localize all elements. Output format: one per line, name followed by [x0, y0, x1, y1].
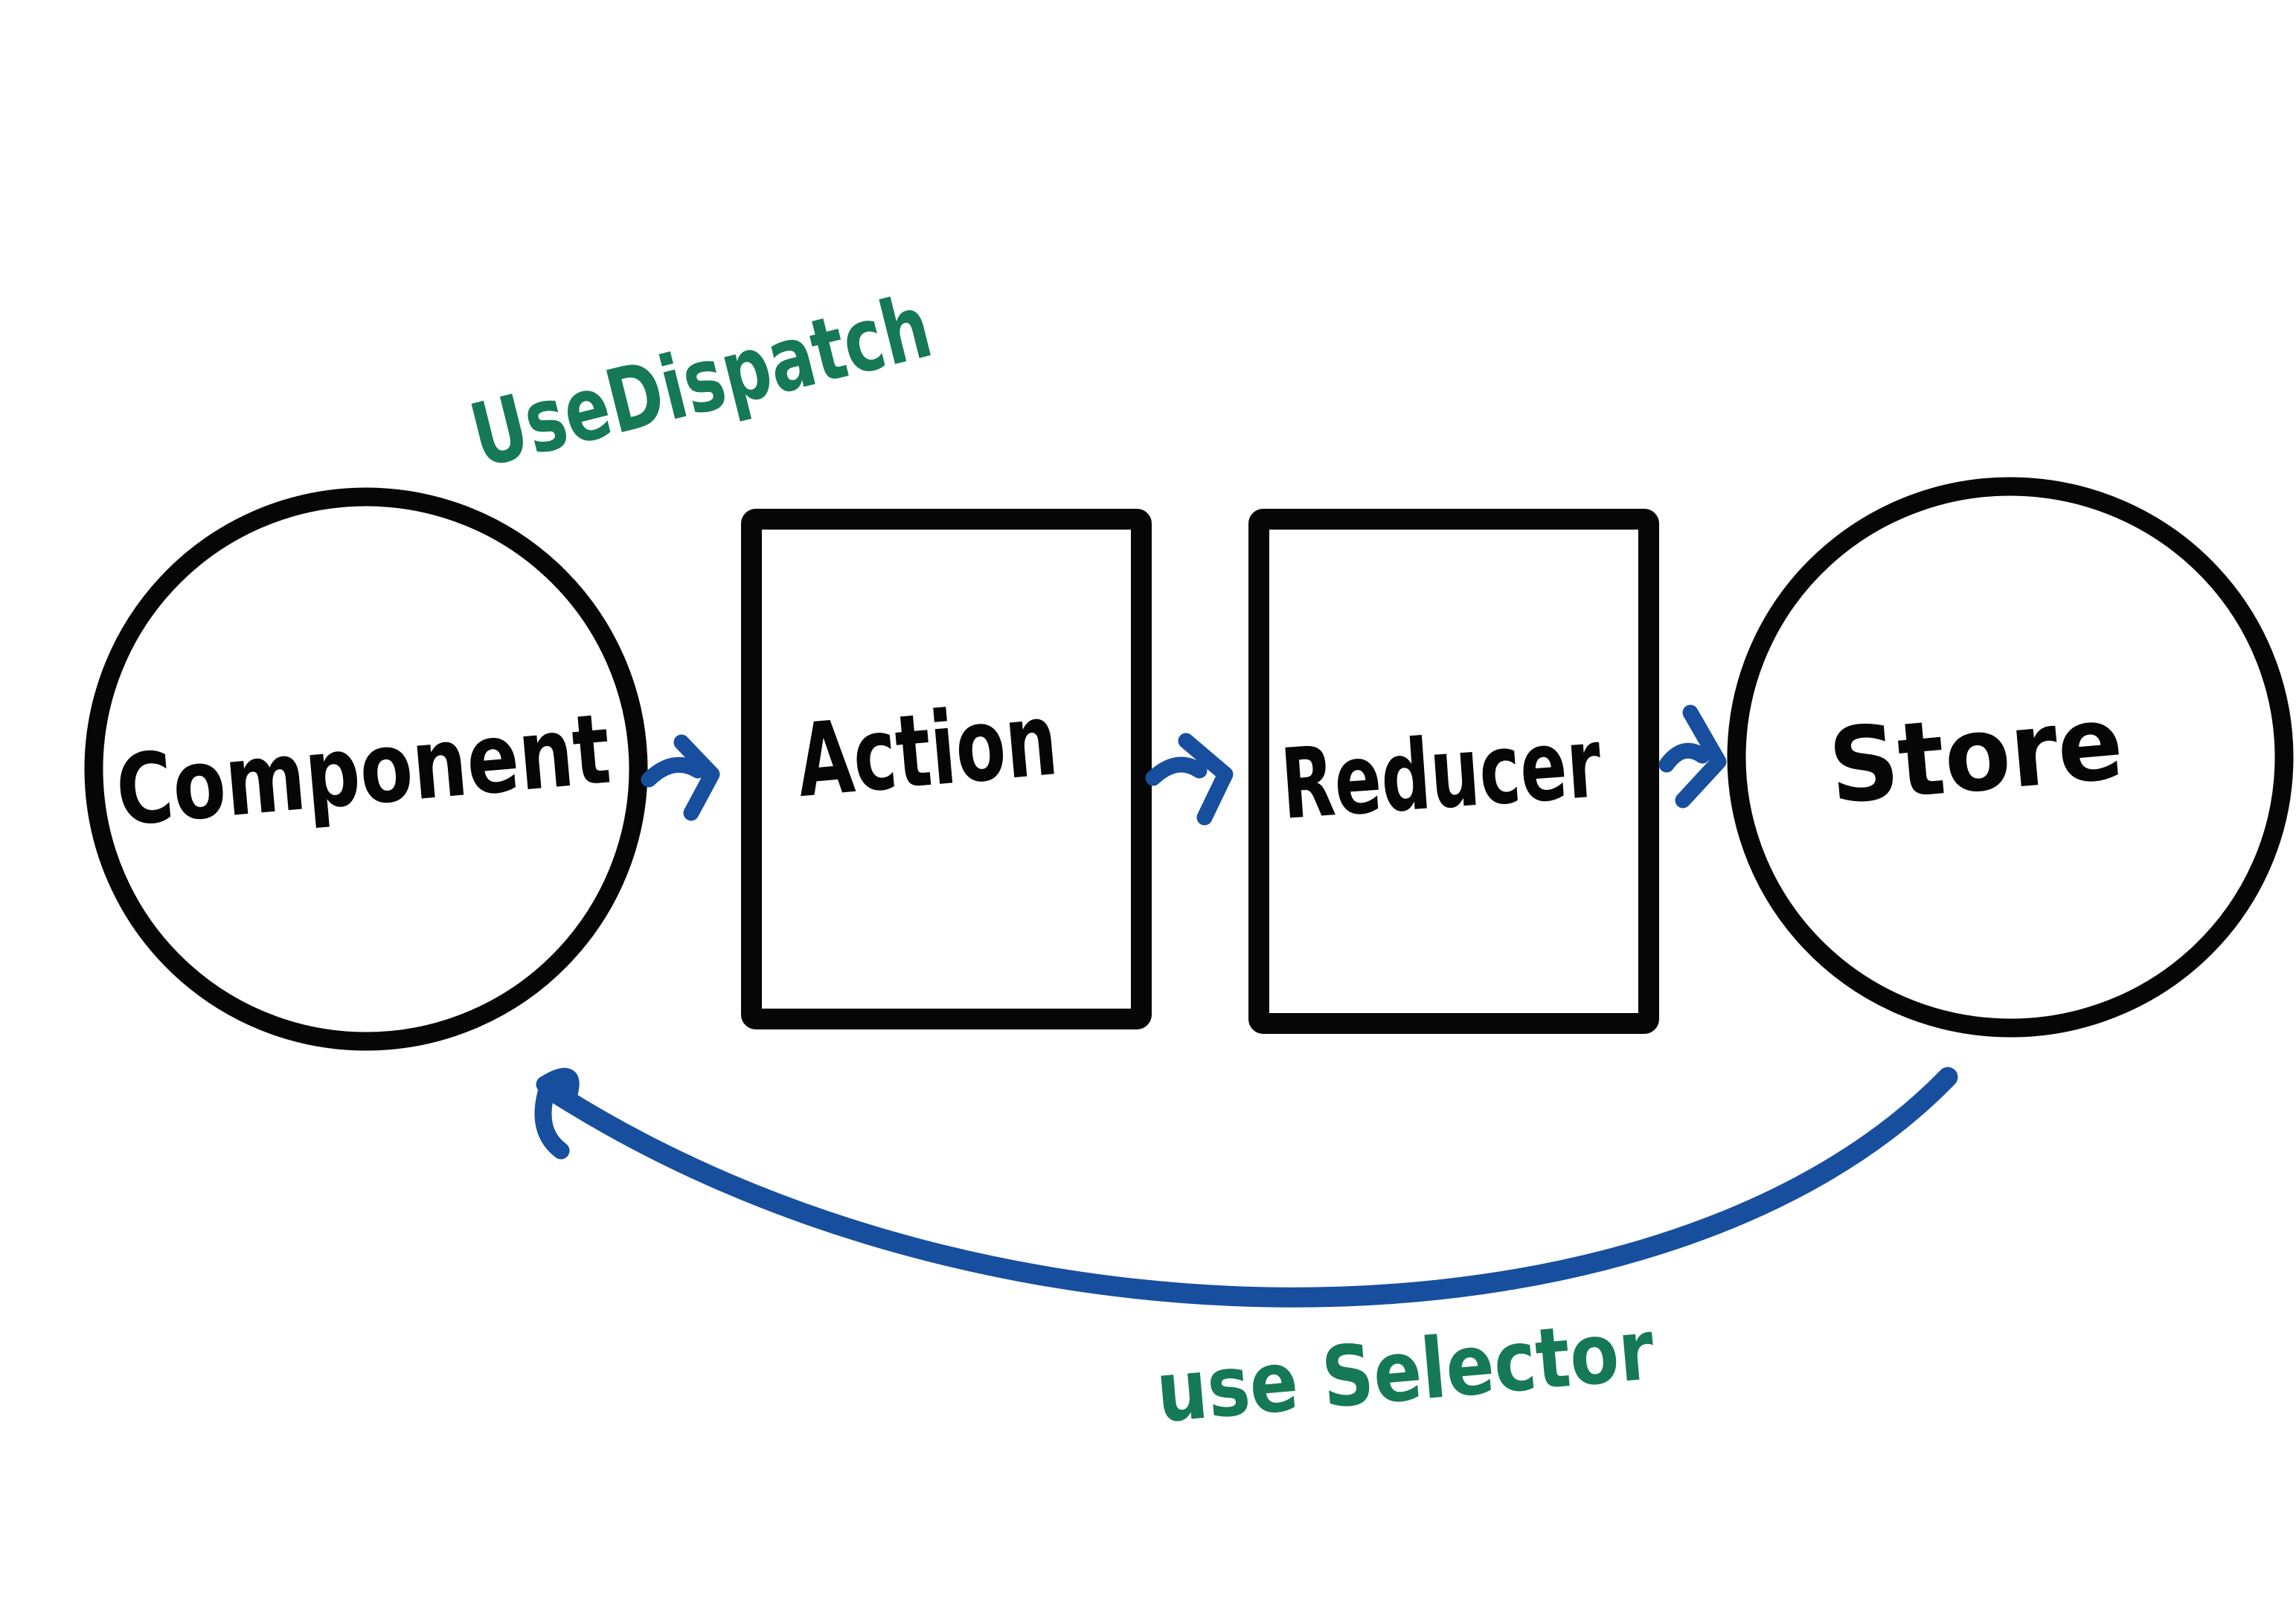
node-shapes [84, 477, 2294, 1051]
flow-arrows [534, 704, 1958, 1308]
component-circle [84, 487, 648, 1051]
action-label: Action [792, 681, 1062, 820]
reducer-box [1248, 509, 1659, 1034]
store-circle [1727, 477, 2294, 1038]
action-box [741, 509, 1152, 1029]
arrow-component-to-action-icon [641, 734, 720, 821]
arrow-store-to-component-icon [534, 1067, 1958, 1308]
store-label: Store [1824, 682, 2128, 827]
reducer-label: Reducer [1277, 706, 1605, 841]
hook-annotations: UseDispatch use Selector [461, 274, 1658, 1442]
useselector-annotation: use Selector [1152, 1302, 1658, 1442]
arrow-reducer-to-store-icon [1658, 704, 1727, 809]
node-labels: Component Action Reducer Store [112, 681, 2127, 848]
arrow-action-to-reducer-icon [1145, 733, 1234, 826]
usedispatch-annotation: UseDispatch [461, 274, 941, 487]
component-label: Component [112, 692, 615, 847]
